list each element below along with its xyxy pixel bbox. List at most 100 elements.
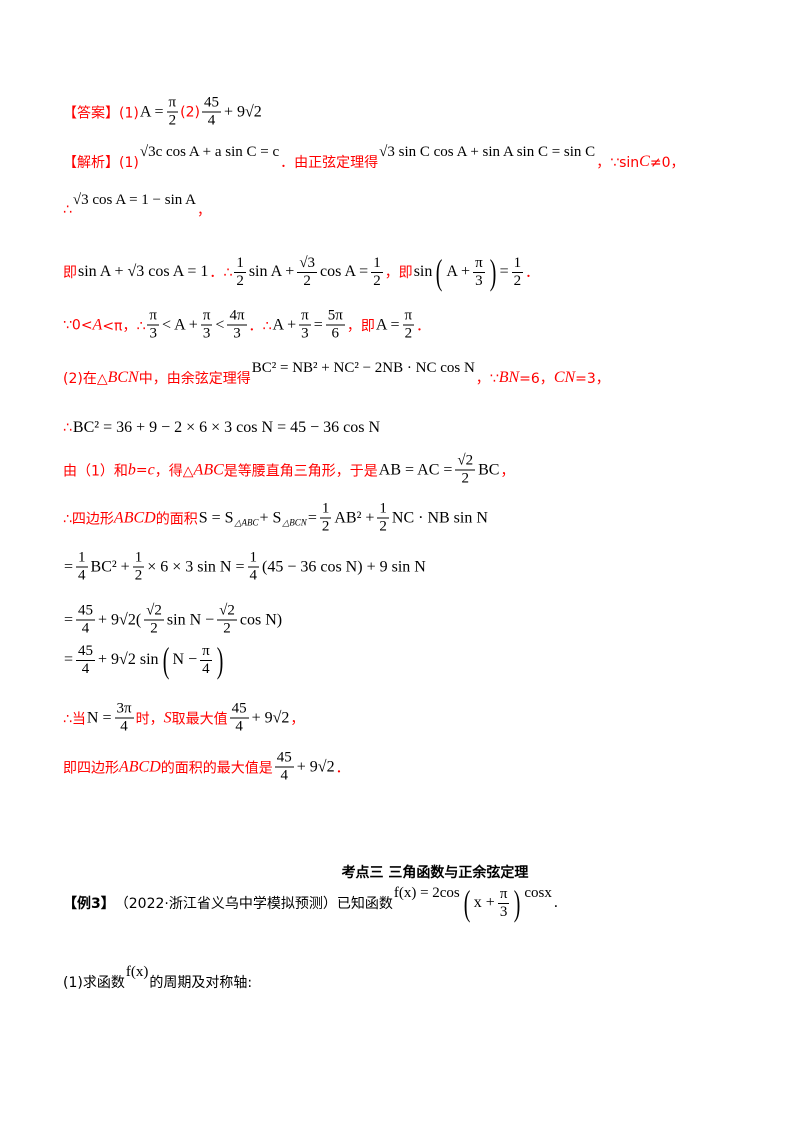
math-expression: f(x) bbox=[125, 963, 149, 980]
solution-text: 即四边形 bbox=[63, 760, 119, 776]
fraction-numerator: π bbox=[166, 94, 179, 113]
math-expression: sin A + bbox=[248, 263, 295, 280]
fraction-numerator: π bbox=[497, 885, 510, 904]
solution-text: 【答案】(1) bbox=[63, 105, 139, 121]
math-expression: cos N) bbox=[239, 611, 283, 628]
solution-text: (2)在△ bbox=[63, 371, 108, 387]
solution-text: ，即 bbox=[346, 318, 375, 334]
fraction-numerator: √3 bbox=[297, 254, 318, 273]
right-paren: ) bbox=[489, 252, 496, 292]
fraction-numerator: 45 bbox=[201, 94, 221, 113]
fraction-denominator: 3 bbox=[499, 903, 508, 920]
solution-text: 即 bbox=[63, 265, 77, 281]
math-expression: sin A + √3 cos A = 1 bbox=[78, 263, 209, 280]
solution-text: 时， bbox=[135, 711, 164, 727]
math-expression: . bbox=[553, 894, 558, 911]
fraction-numerator: √2 bbox=[217, 602, 237, 621]
fraction-denominator: 4 bbox=[78, 567, 86, 584]
math-expression: + 9√2 bbox=[223, 103, 262, 120]
fraction-denominator: 3 bbox=[301, 325, 309, 342]
fraction-numerator: π bbox=[473, 254, 485, 273]
math-expression: BC² + bbox=[90, 558, 130, 575]
math-expression: + 9√2 bbox=[251, 709, 290, 726]
fraction-denominator: 6 bbox=[331, 325, 340, 342]
subscript: △ABC bbox=[234, 517, 259, 528]
fraction-denominator: 4 bbox=[202, 660, 210, 677]
fraction-numerator: √2 bbox=[455, 452, 476, 471]
fraction-denominator: 2 bbox=[303, 272, 311, 289]
math-expression: A + bbox=[446, 263, 471, 280]
math-expression: NC · NB sin N bbox=[391, 509, 488, 526]
fraction-numerator: 1 bbox=[132, 549, 145, 568]
math-expression: = bbox=[313, 316, 323, 333]
fraction-denominator: 2 bbox=[373, 272, 381, 289]
variable-text: BN bbox=[498, 369, 520, 386]
text-line: ∴√3 cos A = 1 − sin A， bbox=[63, 192, 211, 220]
math-expression: A = bbox=[375, 316, 400, 333]
fraction-denominator: 2 bbox=[379, 518, 387, 535]
fraction-numerator: π bbox=[200, 307, 213, 326]
solution-text: ．∴ bbox=[209, 265, 233, 281]
math-expression: = bbox=[64, 558, 74, 575]
variable-text: A bbox=[92, 316, 103, 333]
solution-text: 【解析】(1) bbox=[63, 155, 139, 171]
fraction-numerator: 45 bbox=[229, 700, 249, 719]
solution-text: ，得△ bbox=[154, 463, 194, 479]
solution-text: ，∵sin bbox=[596, 155, 640, 171]
solution-text: ∴ bbox=[63, 420, 72, 436]
math-expression: N − bbox=[172, 651, 198, 668]
fraction-numerator: √2 bbox=[144, 602, 164, 621]
fraction-denominator: 4 bbox=[81, 620, 90, 637]
solution-text: <π，∴ bbox=[102, 318, 146, 334]
right-paren: ) bbox=[514, 883, 521, 923]
solution-text: 的面积 bbox=[155, 511, 198, 527]
text-line: ∴BC² = 36 + 9 − 2 × 6 × 3 cos N = 45 − 3… bbox=[63, 419, 381, 437]
left-paren: ( bbox=[436, 252, 443, 292]
math-expression: × 6 × 3 sin N = bbox=[147, 558, 245, 575]
fraction-denominator: 4 bbox=[280, 767, 289, 784]
fraction-denominator: 4 bbox=[235, 718, 243, 735]
fraction-denominator: 3 bbox=[202, 325, 211, 342]
math-expression: cosx bbox=[524, 884, 552, 901]
fraction-denominator: 2 bbox=[150, 620, 158, 637]
fraction-numerator: 1 bbox=[76, 549, 88, 568]
fraction-numerator: π bbox=[402, 307, 415, 326]
fraction-denominator: 2 bbox=[404, 325, 413, 342]
fraction-denominator: 4 bbox=[207, 112, 216, 129]
problem-text: 的周期及对称轴: bbox=[149, 975, 253, 991]
solution-text: ． bbox=[525, 265, 540, 281]
math-expression: A + bbox=[272, 316, 297, 333]
fraction-denominator: 4 bbox=[120, 718, 128, 735]
fraction-numerator: 1 bbox=[371, 254, 383, 273]
solution-text: ∴四边形 bbox=[63, 511, 114, 527]
math-expression: cos A = bbox=[320, 263, 369, 280]
fraction-numerator: 45 bbox=[76, 642, 96, 661]
math-expression: AB² + bbox=[334, 509, 375, 526]
solution-text: ∴当 bbox=[63, 711, 86, 727]
solution-text: 中，由余弦定理得 bbox=[138, 371, 251, 387]
